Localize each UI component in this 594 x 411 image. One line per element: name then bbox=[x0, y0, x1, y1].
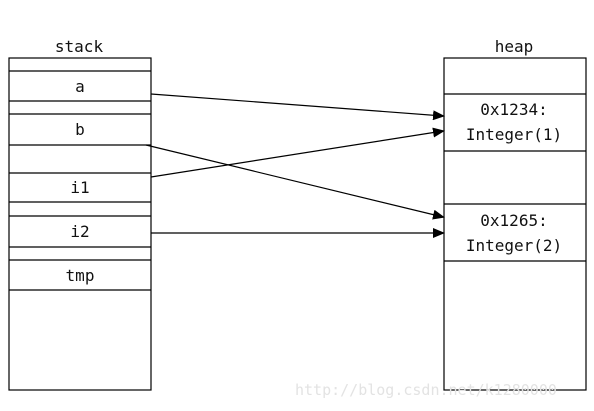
watermark-text: http://blog.csdn.net/k1280000 bbox=[295, 381, 557, 399]
heap-frame bbox=[443, 57, 587, 391]
stack-frame bbox=[8, 57, 152, 391]
stack-column: a b i1 i2 tmp bbox=[8, 57, 152, 391]
arrow-b-to-0x1265 bbox=[145, 144, 445, 220]
arrow-i1-to-0x1234 bbox=[150, 127, 445, 178]
heap-object-2-value: Integer(2) bbox=[466, 236, 562, 255]
arrow-a-to-0x1234 bbox=[150, 93, 445, 121]
heap-object-1-value: Integer(1) bbox=[466, 125, 562, 144]
stack-cell-i1: i1 bbox=[70, 178, 89, 197]
heap-column: 0x1234: Integer(1) 0x1265: Integer(2) bbox=[443, 57, 587, 391]
heap-object-1-address: 0x1234: bbox=[480, 100, 547, 119]
stack-cell-tmp: tmp bbox=[66, 266, 95, 285]
stack-cell-i2: i2 bbox=[70, 222, 89, 241]
stack-cell-b: b bbox=[75, 120, 85, 139]
stack-cell-a: a bbox=[75, 77, 85, 96]
heap-title: heap bbox=[495, 37, 534, 56]
reference-arrows bbox=[145, 93, 445, 238]
stack-title: stack bbox=[55, 37, 104, 56]
heap-object-2-address: 0x1265: bbox=[480, 211, 547, 230]
